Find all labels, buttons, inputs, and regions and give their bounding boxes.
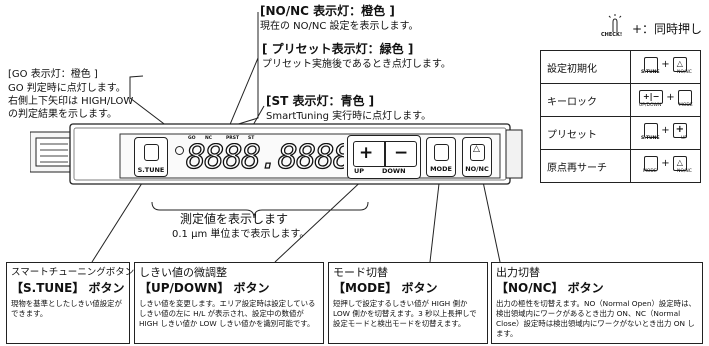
callout-mode-button: 【MODE】 ボタン — [333, 281, 438, 295]
check-label: CHECK! — [601, 32, 623, 38]
nonc-key-icon: △ — [672, 155, 687, 171]
st-indicator-desc: SmartTuning 実行時に点灯します。 — [266, 111, 432, 122]
triangle-icon: △ — [473, 144, 480, 154]
callout-updown-desc: しきい値を変更します。エリア設定時は設定しているしきい値の左に H/L が表示さ… — [139, 299, 316, 328]
check-finger-icon: CHECK! — [601, 12, 626, 38]
callout-stune: スマートチューニングボタン 【S.TUNE】 ボタン 現物を基準としたしきい値設… — [6, 262, 135, 344]
op-label-reset: 設定初期化 — [540, 50, 631, 84]
table-row: 原点再サーチ + △ MODE NO/NC — [540, 149, 701, 183]
nonc-button-cap: △ — [470, 144, 485, 161]
indicator-nc: NC — [205, 136, 213, 141]
go-indicator-title: [GO 表示灯：橙色 ] — [8, 69, 98, 80]
op-key-2-label: MODE — [679, 102, 693, 108]
callout-nonc-button: 【NO/NC】 ボタン — [496, 281, 604, 295]
nonc-indicator-desc: 現在の NO/NC 設定を表示します。 — [260, 21, 419, 32]
op-key-1-label: S.TUNE — [641, 135, 660, 141]
callout-nonc: 出力切替 【NO/NC】 ボタン 出力の極性を切替えます。NO（Normal O… — [491, 262, 703, 344]
callout-mode-title: モード切替 — [333, 266, 388, 279]
go-indicator-desc-1: GO 判定時に点灯します。 — [8, 83, 126, 94]
op-keys-origin: + △ MODE NO/NC — [630, 149, 701, 183]
preset-indicator-desc: プリセット実施後であるとき点灯します。 — [262, 59, 451, 70]
nonc-indicator-title: [NO/NC 表示灯：橙色 ] — [260, 4, 395, 18]
plus-icon: + — [359, 143, 374, 163]
go-indicator-desc-3: の判定結果を示します。 — [8, 109, 117, 120]
op-label-keylock: キーロック — [540, 83, 631, 117]
measure-title: 測定値を表示します — [180, 212, 289, 226]
op-label-preset: プリセット — [540, 116, 631, 150]
callout-updown: しきい値の微調整 【UP/DOWN】 ボタン しきい値を変更します。エリア設定時… — [134, 262, 324, 344]
rocker-divider — [384, 142, 386, 166]
table-row: キーロック +|− + UP/DOWN MODE — [540, 83, 701, 117]
op-keys-preset: + + S.TUNE UP — [630, 116, 701, 150]
callout-nonc-title: 出力切替 — [496, 266, 540, 279]
indicator-go: GO — [188, 136, 196, 141]
operations-table: 設定初期化 + △ S.TUNE NO/NC キーロック +|− + UP/DO… — [540, 50, 701, 183]
indicator-st: ST — [248, 136, 255, 141]
mode-button[interactable]: MODE — [426, 137, 456, 177]
minus-icon: − — [394, 143, 409, 163]
stune-button[interactable]: S.TUNE — [134, 137, 168, 177]
preset-indicator-title: [ プリセット表示灯：緑色 ] — [262, 42, 414, 56]
nonc-button-label: NO/NC — [465, 165, 489, 173]
up-down-button[interactable]: + − UP DOWN — [347, 135, 421, 179]
go-lamp — [175, 146, 184, 155]
stune-button-cap — [144, 144, 159, 161]
up-key-icon: + — [672, 122, 687, 138]
callout-stune-title: スマートチューニングボタン — [11, 267, 135, 278]
op-key-2-label: NO/NC — [677, 69, 692, 75]
mode-button-cap — [434, 144, 449, 161]
callout-mode-desc: 短押しで設定するしきい値が HIGH 側か LOW 側かを切替えます。3 秒以上… — [333, 299, 477, 328]
callout-updown-title: しきい値の微調整 — [139, 266, 227, 279]
go-indicator-desc-2: 右側上下矢印は HIGH/LOW — [8, 96, 134, 107]
mode-button-label: MODE — [430, 165, 452, 173]
op-label-origin: 原点再サーチ — [540, 149, 631, 183]
down-label: DOWN — [382, 167, 406, 175]
callout-nonc-desc: 出力の極性を切替えます。NO（Normal Open）設定時は、検出領域内にワー… — [496, 299, 696, 338]
st-indicator-title: [ST 表示灯：青色 ] — [266, 94, 375, 108]
up-label: UP — [354, 167, 365, 175]
callout-stune-button: 【S.TUNE】 ボタン — [11, 281, 125, 295]
stune-button-label: S.TUNE — [137, 166, 165, 174]
op-key-2-label: UP — [681, 135, 688, 141]
mode-key-icon — [677, 89, 692, 105]
op-keys-keylock: +|− + UP/DOWN MODE — [630, 83, 701, 117]
nonc-key-icon: △ — [672, 56, 687, 72]
op-key-2-label: NO/NC — [677, 168, 692, 174]
nonc-button[interactable]: △ NO/NC — [462, 137, 492, 177]
measure-desc: 0.1 μm 単位まで表示します。 — [172, 229, 310, 240]
op-keys-reset: + △ S.TUNE NO/NC — [630, 50, 701, 84]
op-key-1-label: UP/DOWN — [639, 102, 662, 108]
callout-stune-desc: 現物を基準としたしきい値設定ができます。 — [11, 299, 122, 318]
table-row: 設定初期化 + △ S.TUNE NO/NC — [540, 50, 701, 84]
table-row: プリセット + + S.TUNE UP — [540, 116, 701, 150]
indicator-prst: PRST — [226, 136, 240, 141]
op-key-1-label: MODE — [643, 168, 657, 174]
op-key-1-label: S.TUNE — [641, 69, 660, 75]
up-down-rocker: + − — [353, 141, 417, 167]
display-value: 8888.8888 — [186, 143, 344, 173]
legend-text: +：同時押し — [632, 22, 703, 36]
seven-segment-display: 8888.8888 — [186, 143, 344, 173]
callout-mode: モード切替 【MODE】 ボタン 短押しで設定するしきい値が HIGH 側か L… — [328, 262, 488, 344]
callout-updown-button: 【UP/DOWN】 ボタン — [139, 281, 270, 295]
